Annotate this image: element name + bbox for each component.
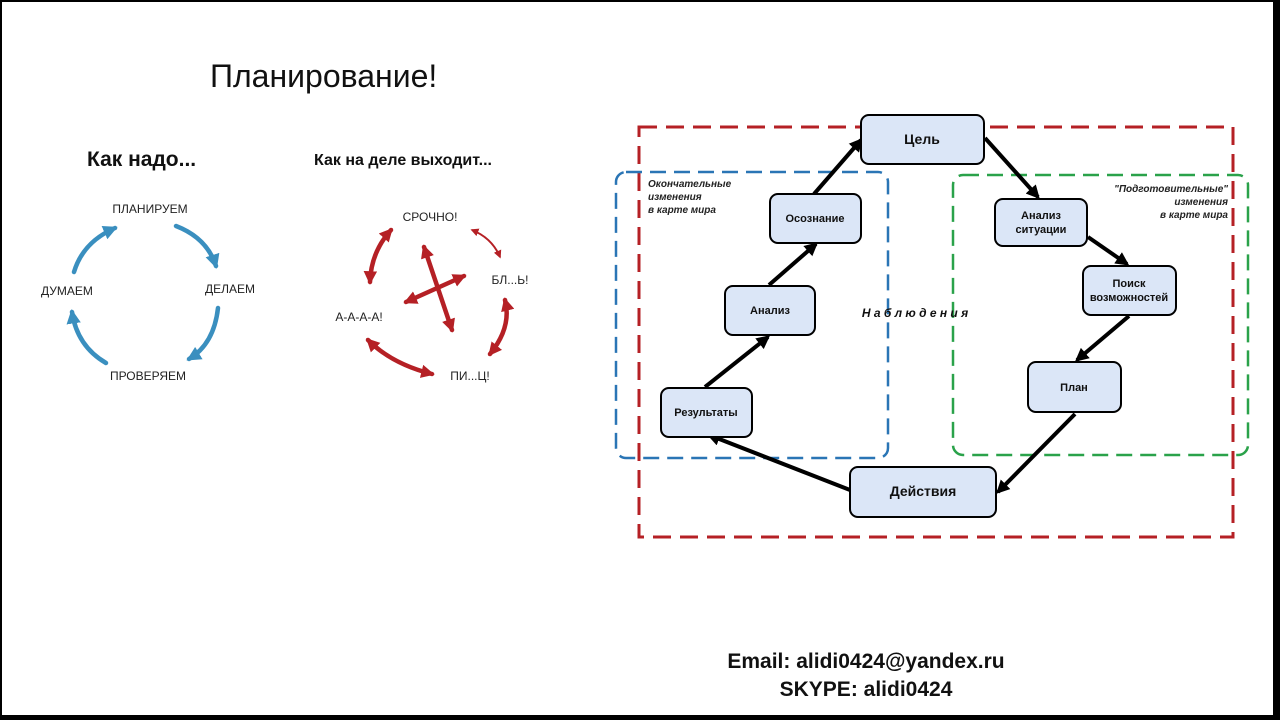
node-search-box [1082,265,1177,316]
node-analysis-situation-line1: Анализ [1021,210,1061,222]
node-analysis: Анализ [750,305,790,317]
chaos-node-swear2: ПИ...Ц! [450,369,489,383]
node-analysis-situation-line2: ситуации [1016,224,1067,236]
prep-changes-line3: в карте мира [1160,210,1228,221]
arrow-plan-actions [996,412,1077,494]
contact-skype: SKYPE: alidi0424 [779,678,953,701]
ideal-node-do: ДЕЛАЕМ [205,282,255,296]
chaos-arrow-right-lower [487,297,515,357]
node-awareness: Осознание [785,213,844,225]
node-plan: План [1060,382,1088,394]
ideal-arrow-do-check [186,305,221,362]
chaos-node-scream: А-А-А-А! [335,310,382,324]
node-actions: Действия [890,483,957,499]
chaos-cycle-header: Как на деле выходит... [314,152,492,169]
blue-dashed-region [614,170,890,460]
ideal-cycle-diagram: ПЛАНИРУЕМ ДЕЛАЕМ ПРОВЕРЯЕМ ДУМАЕМ СРОЧНО… [41,202,529,383]
ideal-node-check: ПРОВЕРЯЕМ [110,369,186,383]
node-analysis-box [724,285,816,336]
page-title: Планирование! [210,58,438,94]
arrow-analysis-awareness [767,242,819,287]
ideal-arrow-plan-do [173,223,220,269]
chaos-arrow-thin-top [470,228,502,259]
prep-changes-line1: "Подготовительные" [1114,184,1228,195]
arrow-results-analysis [703,335,771,389]
node-results: Результаты [674,407,737,419]
planning-flow-diagram: Цель Анализ ситуации Поиск возможностей … [614,114,1250,539]
final-changes-line1: Окончательные [648,179,732,190]
node-search-line1: Поиск [1112,278,1146,290]
green-dashed-region [951,173,1250,457]
ideal-arrow-think-plan [71,225,118,275]
node-results-box [660,387,753,438]
node-search-line2: возможностей [1090,292,1168,304]
ideal-cycle-header: Как надо... [87,148,197,171]
chaos-node-swear1: БЛ...Ь! [492,273,529,287]
arrow-analysis-search [1086,235,1130,266]
ideal-node-think: ДУМАЕМ [41,284,93,298]
arrow-actions-results [706,432,851,492]
node-goal: Цель [904,131,940,147]
chaos-arrow-cross-2 [403,273,467,305]
node-analysis-situation-box [994,198,1088,247]
node-awareness-box [769,193,862,244]
contact-email: Email: alidi0424@yandex.ru [727,650,1005,673]
observations-label: Н а б л ю д е н и я [862,306,968,320]
ideal-node-plan: ПЛАНИРУЕМ [112,202,187,216]
arrow-search-plan [1074,314,1131,362]
chaos-node-urgent: СРОЧНО! [403,210,458,224]
arrow-goal-analysis [983,136,1040,200]
chaos-arrow-left-upper [363,227,394,285]
node-plan-box [1027,361,1122,413]
arrow-awareness-goal [812,137,863,196]
final-changes-line2: изменения [648,192,702,203]
node-goal-box [860,114,985,165]
prep-changes-line2: изменения [1174,197,1228,208]
node-actions-box [849,466,997,518]
final-changes-line3: в карте мира [648,205,716,216]
chaos-arrow-bottom [365,337,435,378]
ideal-arrow-check-think [66,309,109,366]
